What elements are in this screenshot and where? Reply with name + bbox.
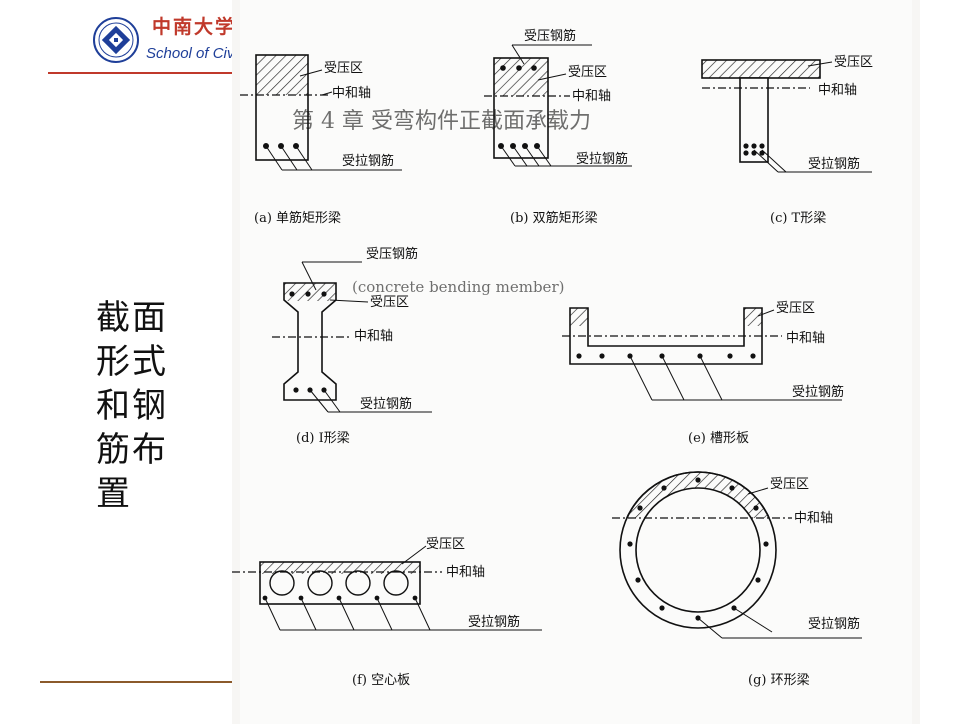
diagram-f-hollow-slab	[232, 545, 542, 631]
diagram-c-t-beam	[701, 59, 872, 173]
diagram-g-ring-beam	[612, 471, 862, 639]
d-neutral-axis-label: 中和轴	[354, 329, 393, 344]
a-neutral-axis-label: 中和轴	[332, 86, 371, 101]
g-compression-zone-label: 受压区	[770, 477, 809, 492]
bg-chapter-heading: 第 4 章 受弯构件正截面承载力	[292, 109, 591, 134]
caption-g: (g) 环形梁	[748, 673, 810, 688]
diagram-a-single-rect-beam	[240, 54, 402, 171]
g-tension-steel-label: 受拉钢筋	[808, 616, 860, 632]
slide-title: 截面形式和钢筋布置	[96, 298, 168, 514]
header-divider	[48, 72, 234, 74]
diagram-d-i-beam	[272, 261, 432, 413]
d-compression-steel-label: 受压钢筋	[366, 246, 418, 262]
e-tension-steel-label: 受拉钢筋	[792, 384, 844, 400]
e-compression-zone-label: 受压区	[776, 301, 815, 316]
footer-divider	[40, 681, 234, 683]
b-neutral-axis-label: 中和轴	[572, 89, 611, 104]
d-compression-zone-label: 受压区	[370, 295, 409, 310]
caption-f: (f) 空心板	[352, 673, 410, 688]
d-tension-steel-label: 受拉钢筋	[360, 396, 412, 412]
caption-b: (b) 双筋矩形梁	[510, 210, 598, 226]
f-neutral-axis-label: 中和轴	[446, 565, 485, 580]
f-compression-zone-label: 受压区	[426, 537, 465, 552]
b-compression-zone-label: 受压区	[568, 65, 607, 80]
diagram-e-channel-slab	[562, 307, 842, 401]
b-compression-steel-label: 受压钢筋	[524, 28, 576, 44]
e-neutral-axis-label: 中和轴	[786, 331, 825, 346]
c-neutral-axis-label: 中和轴	[818, 83, 857, 98]
c-tension-steel-label: 受拉钢筋	[808, 156, 860, 172]
university-logo	[93, 17, 139, 63]
bg-english-term: (concrete bending member)	[352, 278, 564, 296]
brand-english-name: School of Civil	[146, 45, 242, 62]
caption-e: (e) 槽形板	[688, 431, 749, 446]
f-tension-steel-label: 受拉钢筋	[468, 614, 520, 630]
caption-a: (a) 单筋矩形梁	[254, 210, 341, 226]
b-tension-steel-label: 受拉钢筋	[576, 151, 628, 167]
a-compression-zone-label: 受压区	[324, 61, 363, 76]
caption-c: (c) T形梁	[770, 211, 826, 226]
brand-chinese-name: 中南大学	[152, 16, 237, 38]
diagram-b-double-rect-beam	[484, 44, 632, 167]
a-tension-steel-label: 受拉钢筋	[342, 153, 394, 169]
caption-d: (d) I形梁	[296, 431, 350, 446]
c-compression-zone-label: 受压区	[834, 55, 873, 70]
section-diagram-figure: 第 4 章 受弯构件正截面承载力 (concrete bending membe…	[232, 0, 920, 724]
g-neutral-axis-label: 中和轴	[794, 511, 833, 526]
